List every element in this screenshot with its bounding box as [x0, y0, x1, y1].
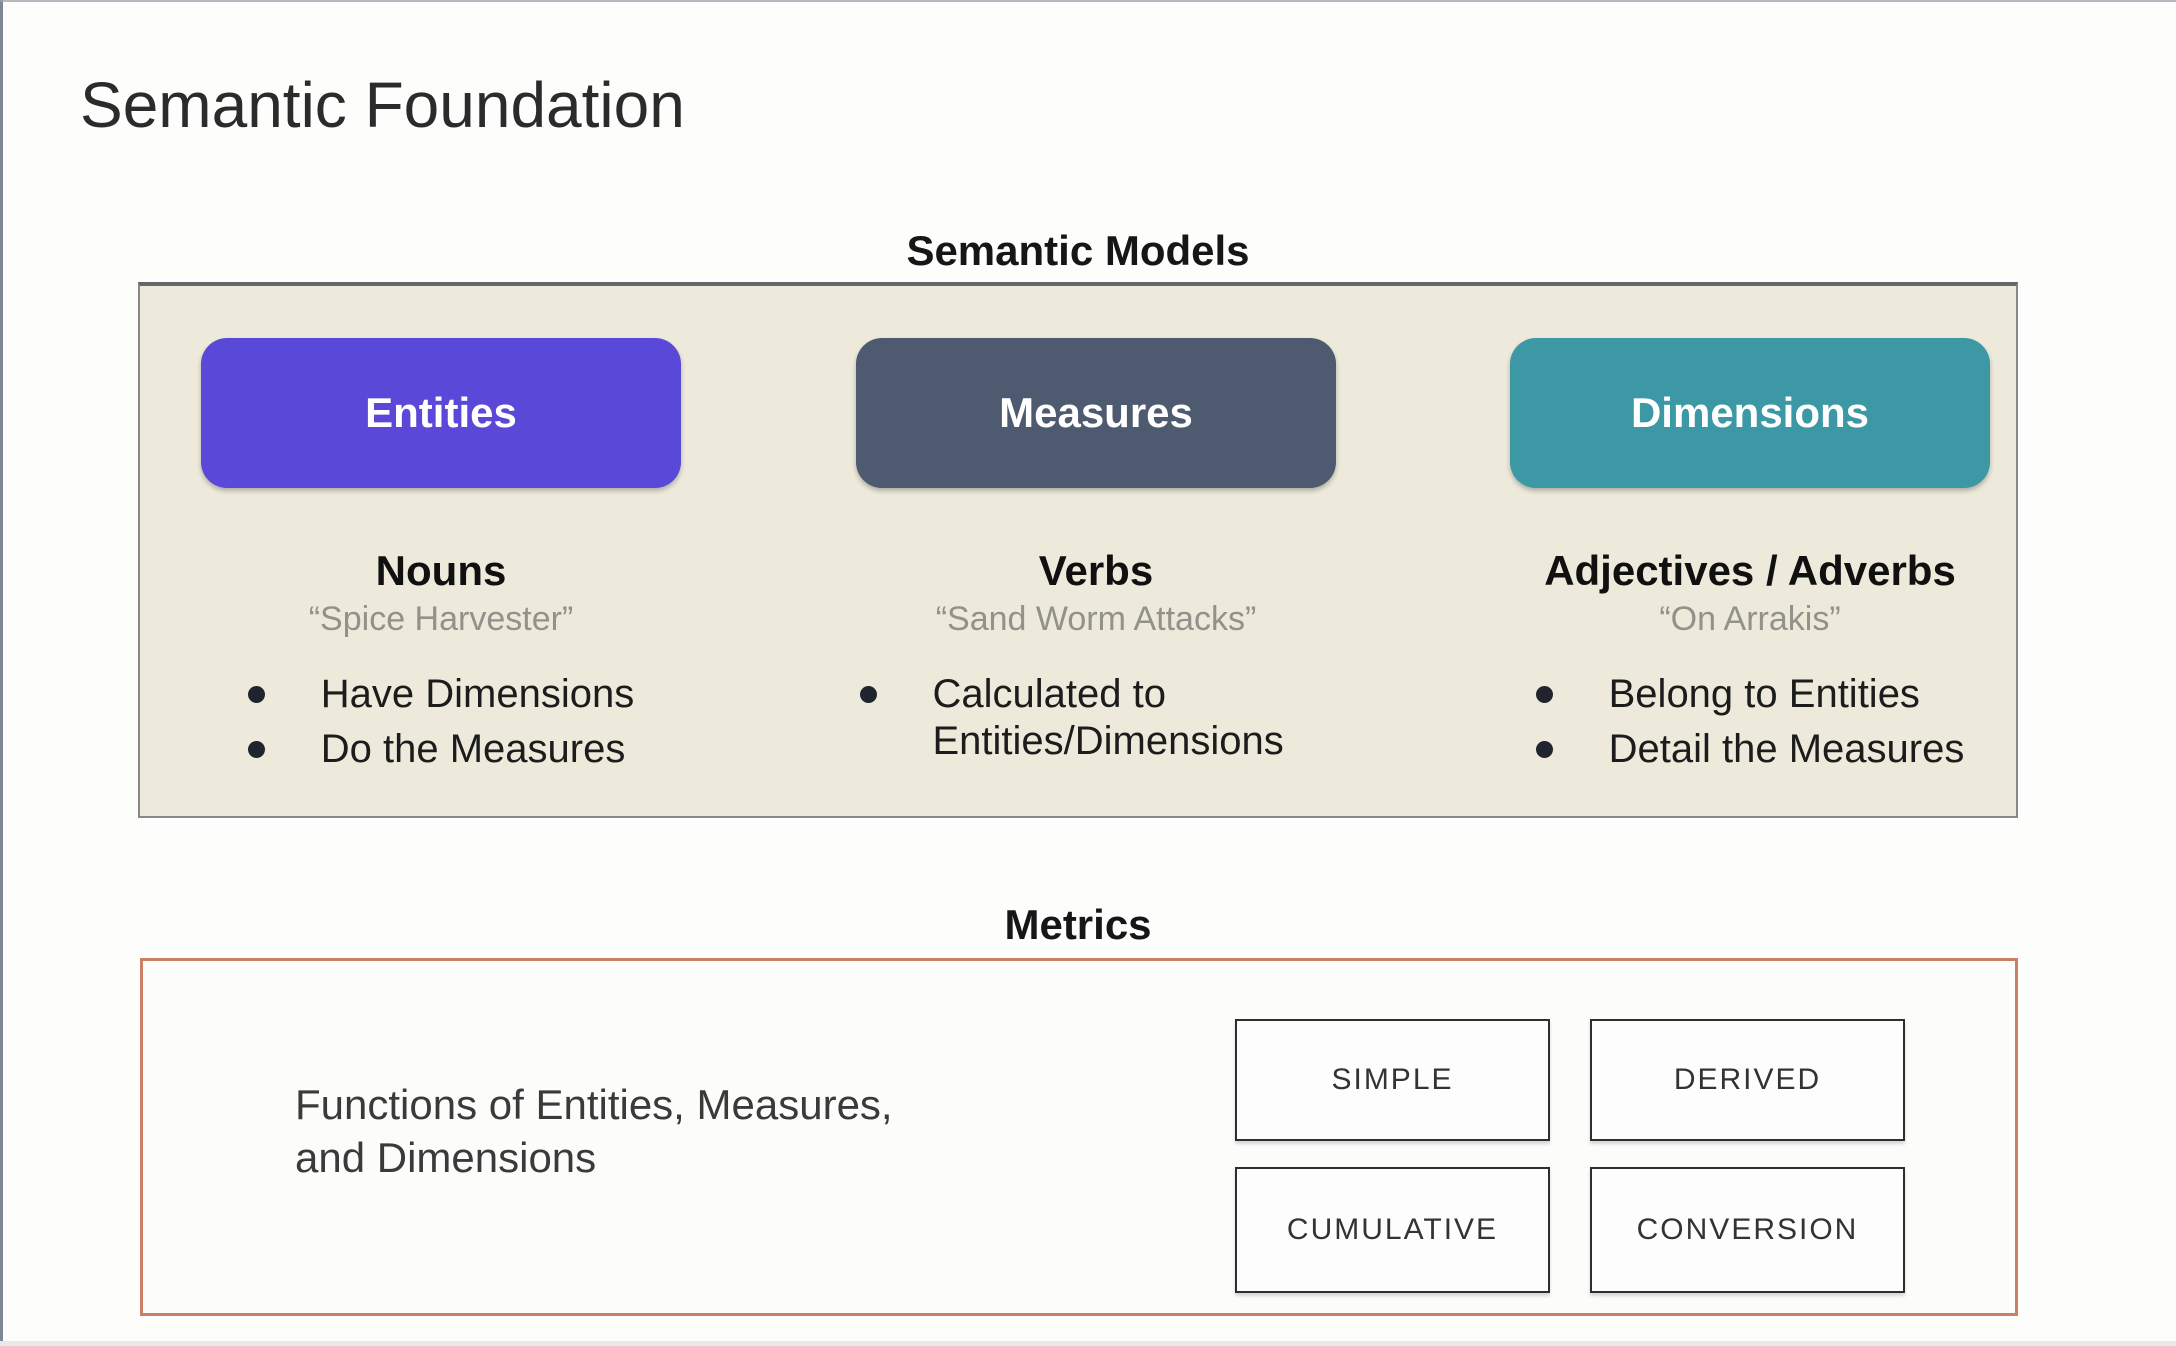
metrics-description-line1: Functions of Entities, Measures,	[295, 1081, 893, 1128]
bullet-dot-icon	[247, 685, 265, 703]
list-item: Detail the Measures	[1535, 726, 1965, 773]
bullet-text: Calculated to Entities/Dimensions	[932, 671, 1284, 764]
entities-column: Entities Nouns “Spice Harvester” Have Di…	[161, 286, 721, 773]
dimensions-pill: Dimensions	[1510, 338, 1990, 488]
bullet-text: Belong to Entities	[1608, 671, 1920, 716]
metric-type-simple: SIMPLE	[1235, 1019, 1550, 1141]
entities-bullet-list: Have Dimensions Do the Measures	[247, 671, 635, 773]
metric-type-cumulative: CUMULATIVE	[1235, 1167, 1550, 1293]
dimensions-bullet-list: Belong to Entities Detail the Measures	[1535, 671, 1965, 773]
bullet-dot-icon	[247, 741, 265, 759]
bullet-dot-icon	[1535, 741, 1553, 759]
metric-type-conversion: CONVERSION	[1590, 1167, 1905, 1293]
entities-category-label: Nouns	[375, 547, 507, 594]
dimensions-category-label: Adjectives / Adverbs	[1544, 547, 1956, 594]
measures-column: Measures Verbs “Sand Worm Attacks” Calcu…	[816, 286, 1376, 765]
window-top-edge	[0, 0, 2176, 2]
bullet-text: Do the Measures	[320, 727, 626, 772]
measures-category-label: Verbs	[1038, 547, 1154, 594]
entities-pill: Entities	[201, 338, 681, 488]
bullet-dot-icon	[1535, 685, 1553, 703]
list-item: Calculated to Entities/Dimensions	[859, 671, 1333, 765]
bullet-dot-icon	[859, 685, 877, 703]
list-item: Do the Measures	[247, 726, 634, 773]
semantic-models-heading: Semantic Models	[906, 227, 1250, 274]
dimensions-column: Dimensions Adjectives / Adverbs “On Arra…	[1470, 286, 2030, 773]
metrics-box: Functions of Entities, Measures, and Dim…	[140, 958, 2018, 1316]
window-bottom-edge	[0, 1341, 2176, 1346]
bullet-text: Detail the Measures	[1608, 727, 1965, 772]
metrics-description: Functions of Entities, Measures, and Dim…	[295, 1079, 893, 1185]
metric-types-grid: SIMPLE DERIVED CUMULATIVE CONVERSION	[1235, 1019, 1905, 1293]
page-title: Semantic Foundation	[80, 69, 685, 141]
semantic-models-box: Entities Nouns “Spice Harvester” Have Di…	[138, 282, 2018, 818]
metrics-description-line2: and Dimensions	[295, 1133, 597, 1181]
measures-pill: Measures	[856, 338, 1336, 488]
metrics-heading: Metrics	[1004, 901, 1152, 948]
measures-example-quote: “Sand Worm Attacks”	[935, 600, 1257, 639]
bullet-text: Have Dimensions	[320, 671, 635, 716]
metric-type-derived: DERIVED	[1590, 1019, 1905, 1141]
measures-bullet-list: Calculated to Entities/Dimensions	[859, 671, 1333, 765]
list-item: Have Dimensions	[247, 671, 635, 718]
dimensions-example-quote: “On Arrakis”	[1659, 600, 1841, 639]
entities-example-quote: “Spice Harvester”	[308, 600, 574, 639]
list-item: Belong to Entities	[1535, 671, 1965, 718]
window-left-edge	[0, 0, 3, 1346]
